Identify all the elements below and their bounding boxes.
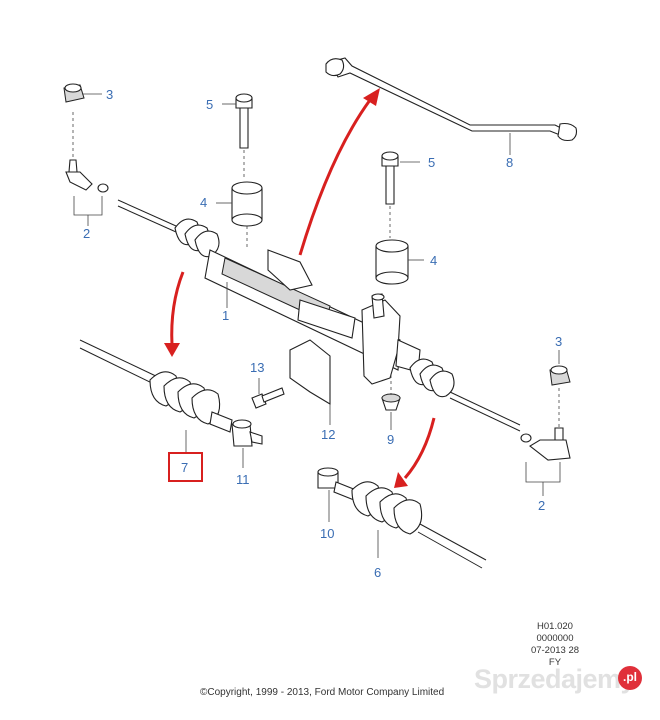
highlight-box-part-7 (168, 452, 203, 482)
watermark-text: Sprzedajemy (474, 664, 636, 694)
nut-right-part-3 (549, 350, 571, 428)
inner-tie-rod-left-part-7 (79, 339, 233, 452)
callout-1: 1 (222, 308, 229, 323)
tie-rod-end-left-part-2 (65, 112, 109, 226)
pressure-pipe-part-8 (325, 57, 578, 155)
bolt-part-13 (251, 378, 285, 409)
bushing-right-part-4 (375, 239, 424, 285)
arrow-to-part-8 (298, 88, 380, 256)
drawing-code: H01.020 (537, 621, 573, 632)
callout-7: 7 (181, 460, 188, 475)
callout-8: 8 (506, 155, 513, 170)
drawing-number: 0000000 (536, 633, 574, 644)
callout-9: 9 (387, 432, 394, 447)
callout-5-right: 5 (428, 155, 435, 170)
nut-left-part-3 (63, 83, 102, 103)
callout-10: 10 (320, 526, 334, 541)
callout-2-left: 2 (83, 226, 90, 241)
grommet-part-9 (381, 375, 401, 430)
callout-5-left: 5 (206, 97, 213, 112)
bolt-left-part-5 (222, 93, 253, 178)
copyright-text: ©Copyright, 1999 - 2013, Ford Motor Comp… (200, 687, 445, 698)
callout-4-left: 4 (200, 195, 207, 210)
drawing-reference-block: H01.020 0000000 07-2013 28 FY (520, 621, 590, 669)
arrow-to-part-7 (164, 271, 185, 357)
bushing-left-part-4 (216, 181, 263, 248)
callout-11: 11 (236, 472, 250, 487)
drawing-code-suffix: FY (548, 657, 562, 668)
inner-tie-rod-right-part-6 (317, 467, 487, 569)
callout-12: 12 (321, 427, 335, 442)
arrow-to-part-6 (394, 417, 436, 488)
rack-housing-part-1 (117, 199, 521, 432)
tie-rod-end-right-part-2 (520, 427, 571, 496)
callout-2-right: 2 (538, 498, 545, 513)
callout-13: 13 (250, 360, 264, 375)
drawing-date: 07-2013 28 (530, 645, 580, 656)
bracket-part-12 (289, 339, 331, 425)
callout-3-left: 3 (106, 87, 113, 102)
bolt-right-part-5 (381, 151, 420, 238)
callout-6: 6 (374, 565, 381, 580)
callout-3-right: 3 (555, 334, 562, 349)
callout-4-right: 4 (430, 253, 437, 268)
ball-joint-part-11 (231, 419, 263, 468)
watermark-badge: .pl (618, 666, 642, 690)
